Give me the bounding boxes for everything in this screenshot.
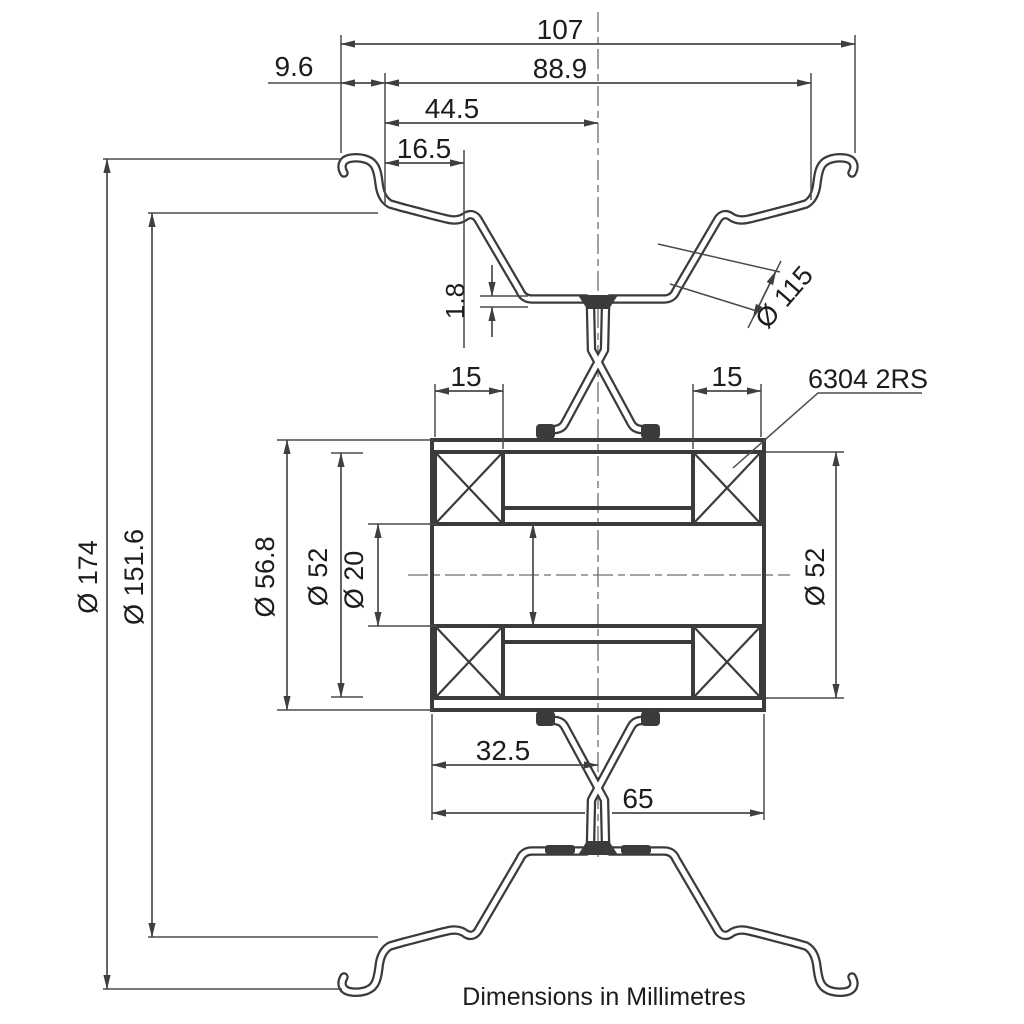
weld-plateau-left [545, 845, 575, 854]
rim-sheet-top-left [342, 158, 654, 430]
centerlines [408, 12, 790, 857]
hub-tube-outline [430, 438, 766, 712]
dim-hub-outer-diameter-label: Ø 56.8 [250, 536, 280, 617]
extension-lines [103, 35, 922, 990]
dim-bearing-width-left-label: 15 [450, 361, 481, 392]
dim-bore-diameter-label: Ø 20 [339, 551, 369, 610]
dim-lip-offset-label: 9.6 [275, 51, 314, 82]
dim-overall-width-label: 107 [537, 14, 584, 45]
dim-hub-half-width-label: 32.5 [476, 735, 531, 766]
dim-outer-diameter-label: Ø 174 [73, 540, 103, 614]
weld-center-top [578, 295, 618, 309]
dim-rim-width-label: 88.9 [533, 53, 588, 84]
dimension-lines [103, 40, 856, 990]
rim-sheet-bottom-right [542, 721, 854, 993]
weld-foot-bottom-left [536, 711, 555, 726]
dim-bearing-width-right-label: 15 [711, 361, 742, 392]
weld-foot-bottom-right [641, 711, 660, 726]
bearing-left-bottom [433, 624, 505, 700]
dim-bearing-od-left-label: Ø 52 [303, 548, 333, 607]
bearing-right-bottom [691, 624, 763, 700]
weld-foot-top-left [536, 424, 555, 439]
dim-center-offset-label: 44.5 [425, 93, 480, 124]
dim-hub-width-label: 65 [622, 783, 653, 814]
dim-bead-seat-diameter-label: Ø 151.6 [119, 529, 149, 625]
dim-bearing-od-right-label: Ø 52 [800, 548, 830, 607]
bearing-right-top [691, 450, 763, 526]
dim-sheet-thickness-label: 1.8 [440, 283, 470, 319]
weld-center-bottom [578, 841, 618, 855]
weld-plateau-right [621, 845, 651, 854]
dimension-labels: 107 88.9 9.6 44.5 16.5 15 15 32.5 65 630… [73, 14, 928, 1011]
weld-fills [536, 295, 660, 855]
bearing-designation-label: 6304 2RS [808, 364, 928, 394]
units-note: Dimensions in Millimetres [462, 983, 745, 1011]
weld-foot-top-right [641, 424, 660, 439]
dim-flange-depth-label: 16.5 [397, 133, 452, 164]
dim-well-diameter-label: Ø 115 [749, 260, 819, 334]
bearing-left-top [433, 450, 505, 526]
bearing-leader-line [732, 392, 922, 469]
hub-assembly [430, 438, 766, 712]
